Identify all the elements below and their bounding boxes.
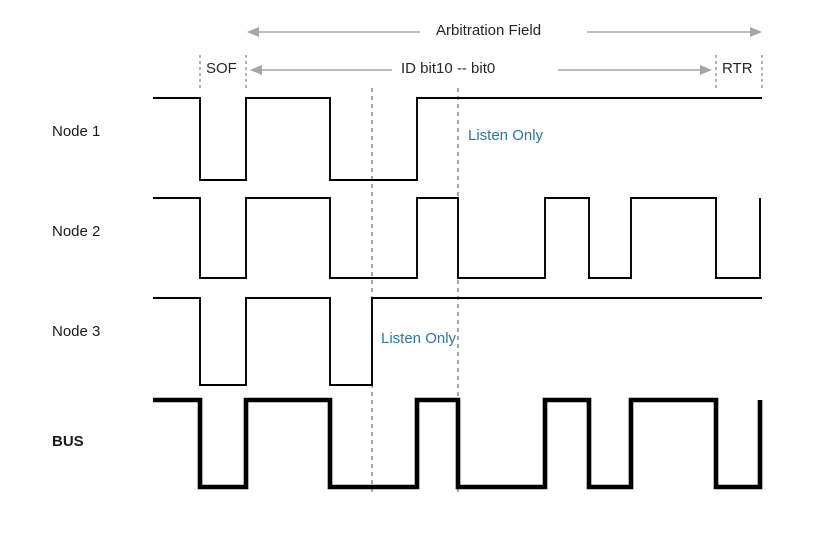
waveform-node2 — [153, 197, 761, 279]
arbitration-field-label: Arbitration Field — [436, 22, 542, 39]
waveform-node3 — [153, 297, 762, 386]
rtr-label: RTR — [722, 60, 753, 77]
field-boundary-dashes — [199, 55, 763, 88]
waveform-node1 — [153, 97, 762, 181]
listen-only-label-node1: Listen Only — [468, 127, 544, 144]
id-bits-arrow — [250, 65, 712, 75]
listen-only-label-node3: Listen Only — [381, 330, 457, 347]
row-label-node3: Node 3 — [52, 323, 101, 340]
sof-label: SOF — [206, 60, 237, 77]
arbitration-field-arrow — [247, 27, 762, 37]
row-label-bus: BUS — [52, 433, 84, 450]
waveform-bus — [153, 397, 763, 490]
row-label-node1: Node 1 — [52, 123, 101, 140]
id-bits-label: ID bit10 -- bit0 — [401, 60, 496, 77]
row-label-node2: Node 2 — [52, 223, 101, 240]
